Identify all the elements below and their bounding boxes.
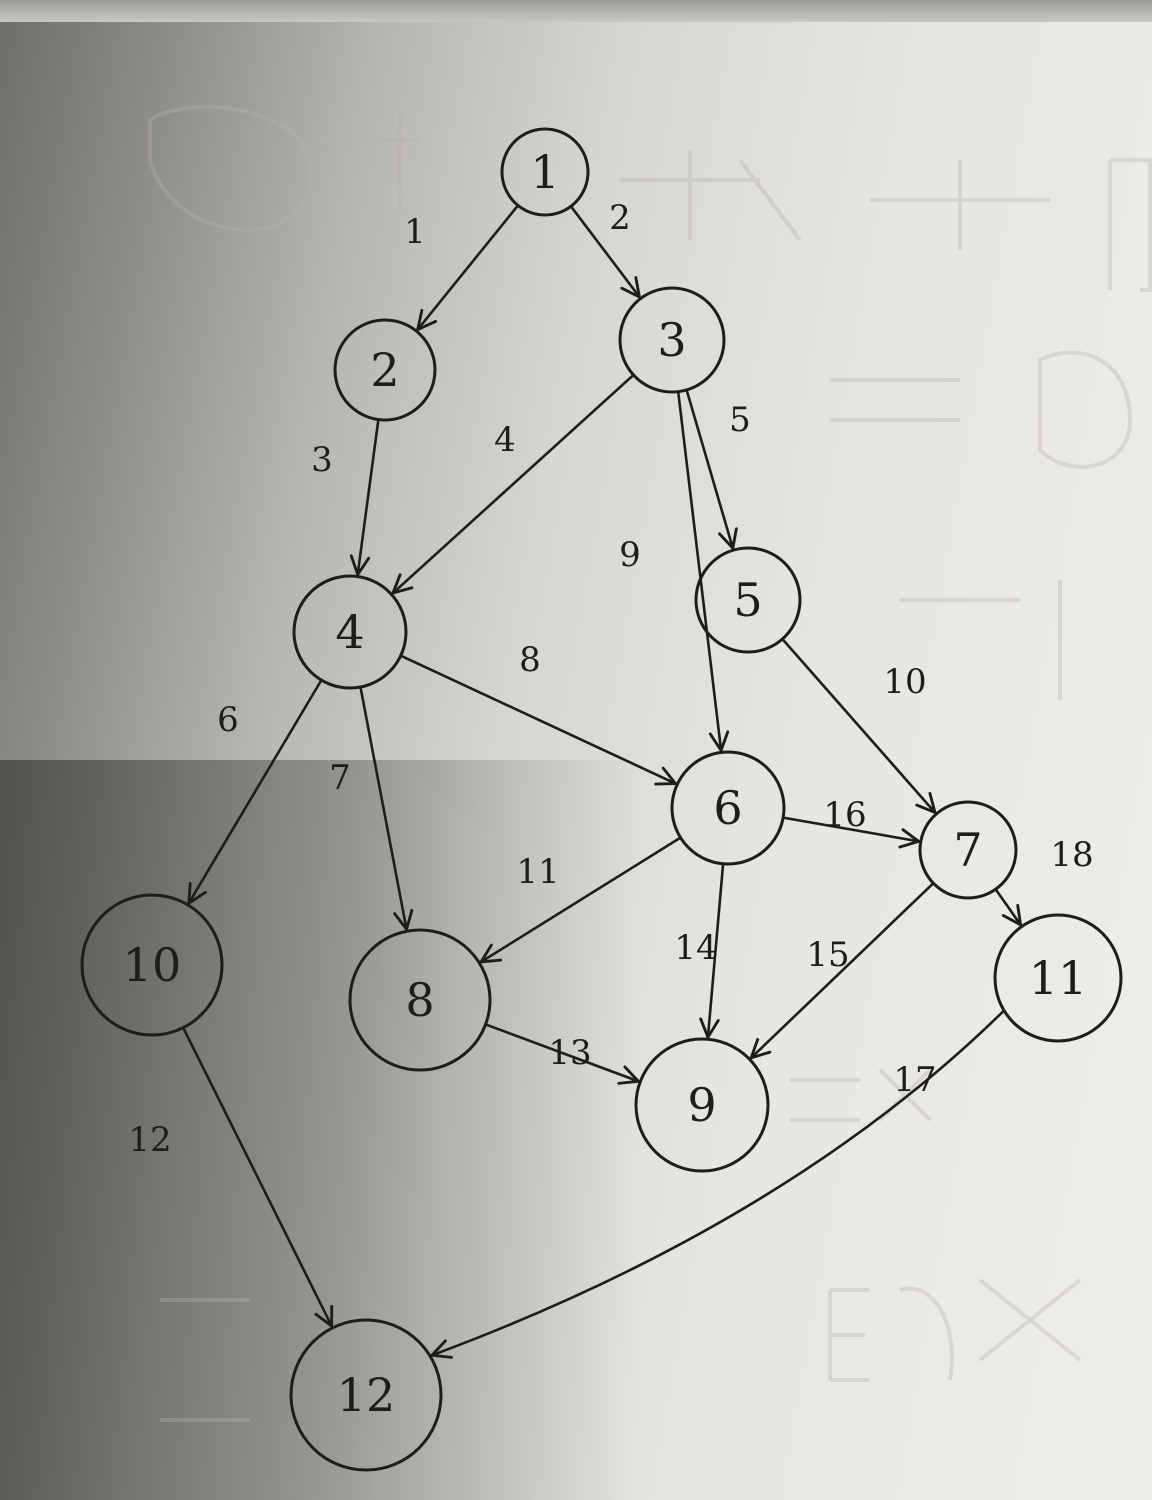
node-circle-2: [333, 318, 437, 422]
node-2: 2: [333, 318, 437, 422]
edge-7-to-11: [994, 888, 1023, 927]
node-circle-7: [918, 800, 1018, 900]
edge-label-10: 10: [883, 662, 926, 702]
node-label-1: 1: [530, 145, 559, 199]
edge-6-to-8: [479, 836, 682, 964]
page-edge-strip: [0, 0, 1152, 22]
node-label-5: 5: [733, 573, 762, 627]
edge-label-7: 7: [329, 758, 351, 798]
node-7: 7: [918, 800, 1018, 900]
node-circle-10: [80, 893, 224, 1037]
edge-label-18: 18: [1050, 835, 1093, 875]
node-label-3: 3: [657, 313, 686, 367]
edge-3-to-6: [676, 391, 730, 752]
node-circle-3: [618, 286, 726, 394]
edge-4-to-8: [359, 686, 414, 931]
edge-label-4: 4: [494, 420, 516, 460]
edge-label-1: 1: [404, 212, 426, 252]
edge-7-to-9: [749, 882, 935, 1060]
node-10: 10: [80, 893, 224, 1037]
node-circle-4: [292, 574, 408, 690]
node-circle-9: [634, 1037, 770, 1173]
edge-6-to-9: [699, 863, 725, 1039]
node-label-11: 11: [1029, 951, 1088, 1005]
edge-4-to-10: [187, 679, 323, 905]
edge-label-5: 5: [729, 400, 751, 440]
node-circle-6: [670, 750, 786, 866]
edge-5-to-7: [781, 638, 937, 814]
edge-label-9: 9: [619, 535, 641, 575]
edge-4-to-6: [400, 654, 677, 786]
node-label-2: 2: [370, 343, 399, 397]
node-5: 5: [694, 546, 802, 654]
node-circle-12: [289, 1318, 443, 1472]
edge-label-15: 15: [806, 935, 849, 975]
edge-11-to-12: [430, 1009, 1005, 1359]
node-11: 11: [993, 913, 1123, 1043]
node-label-10: 10: [123, 938, 182, 992]
node-circle-5: [694, 546, 802, 654]
edge-label-14: 14: [674, 928, 717, 968]
edge-6-to-7: [782, 816, 921, 849]
node-9: 9: [634, 1037, 770, 1173]
bleed-through-marks: [148, 104, 1152, 1422]
node-label-8: 8: [405, 973, 434, 1027]
edges-layer: [182, 204, 1023, 1359]
edge-label-12: 12: [128, 1120, 171, 1160]
edge-1-to-3: [569, 205, 641, 299]
edge-3-to-4: [391, 373, 635, 595]
node-label-9: 9: [687, 1078, 716, 1132]
edge-10-to-12: [182, 1027, 334, 1328]
edge-label-13: 13: [548, 1033, 591, 1073]
edge-label-17: 17: [893, 1060, 936, 1100]
node-12: 12: [289, 1318, 443, 1472]
edge-label-3: 3: [311, 440, 333, 480]
edge-label-16: 16: [823, 795, 866, 835]
node-6: 6: [670, 750, 786, 866]
node-1: 1: [500, 127, 590, 217]
node-label-6: 6: [713, 781, 742, 835]
edge-1-to-2: [416, 204, 519, 331]
node-8: 8: [348, 928, 492, 1072]
node-3: 3: [618, 286, 726, 394]
edge-8-to-9: [485, 1023, 640, 1085]
edge-2-to-4: [349, 419, 380, 576]
node-4: 4: [292, 574, 408, 690]
edge-3-to-5: [685, 389, 738, 550]
node-label-12: 12: [337, 1368, 396, 1422]
edge-label-6: 6: [217, 700, 239, 740]
edge-label-11: 11: [516, 852, 559, 892]
node-circle-1: [500, 127, 590, 217]
node-circle-8: [348, 928, 492, 1072]
hand-shadow: [0, 760, 640, 1500]
node-circle-11: [993, 913, 1123, 1043]
edge-label-2: 2: [609, 198, 631, 238]
edge-label-8: 8: [519, 640, 541, 680]
node-label-7: 7: [953, 823, 982, 877]
node-label-4: 4: [335, 605, 364, 659]
